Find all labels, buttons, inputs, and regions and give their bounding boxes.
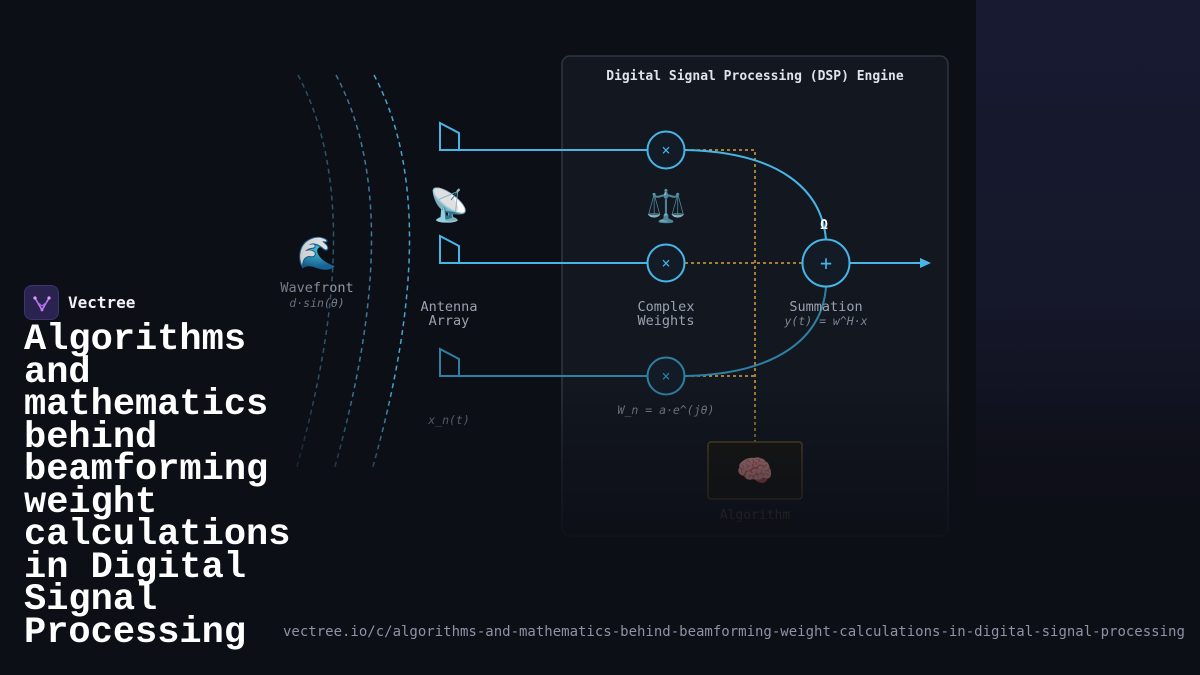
multiply-operator-1: × xyxy=(661,141,670,159)
antenna-element-1 xyxy=(439,121,460,151)
antenna-element-2 xyxy=(439,234,460,264)
wavefront-label: Wavefront xyxy=(280,280,353,296)
antenna-signal-label: x_n(t) xyxy=(427,413,470,427)
article-url[interactable]: vectree.io/c/algorithms-and-mathematics-… xyxy=(283,624,1185,640)
multiply-operator-3: × xyxy=(661,367,670,385)
wavefront-arc-3 xyxy=(371,74,411,471)
brain-icon: 🧠 xyxy=(736,454,773,489)
weights-label-line2: Weights xyxy=(638,313,695,329)
balance-scale-icon: ⚖️ xyxy=(646,187,686,225)
satellite-antenna-icon: 📡 xyxy=(429,185,469,224)
antenna-element-3 xyxy=(439,347,460,377)
multiply-operator-2: × xyxy=(661,254,670,272)
summation-marker: Ω xyxy=(820,218,828,233)
vectree-logo-icon xyxy=(24,285,59,320)
algorithm-label: Algorithm xyxy=(720,508,791,523)
brand[interactable]: Vectree xyxy=(24,285,135,320)
summation-label: Summation xyxy=(789,299,862,315)
sum-operator: + xyxy=(820,251,832,275)
weights-formula: W_n = a·e^(jθ) xyxy=(618,403,715,417)
wavefront-arc-2 xyxy=(333,74,373,471)
wave-emoji-icon: 🌊 xyxy=(297,234,337,272)
antenna-label-line2: Array xyxy=(429,313,470,329)
page-title: Algorithms and mathematics behind beamfo… xyxy=(24,319,291,654)
wavefront-formula: d·sin(θ) xyxy=(289,296,344,310)
brand-name: Vectree xyxy=(68,293,136,312)
summation-formula: y(t) = w^H·x xyxy=(783,314,867,328)
dsp-engine-title: Digital Signal Processing (DSP) Engine xyxy=(606,69,904,84)
